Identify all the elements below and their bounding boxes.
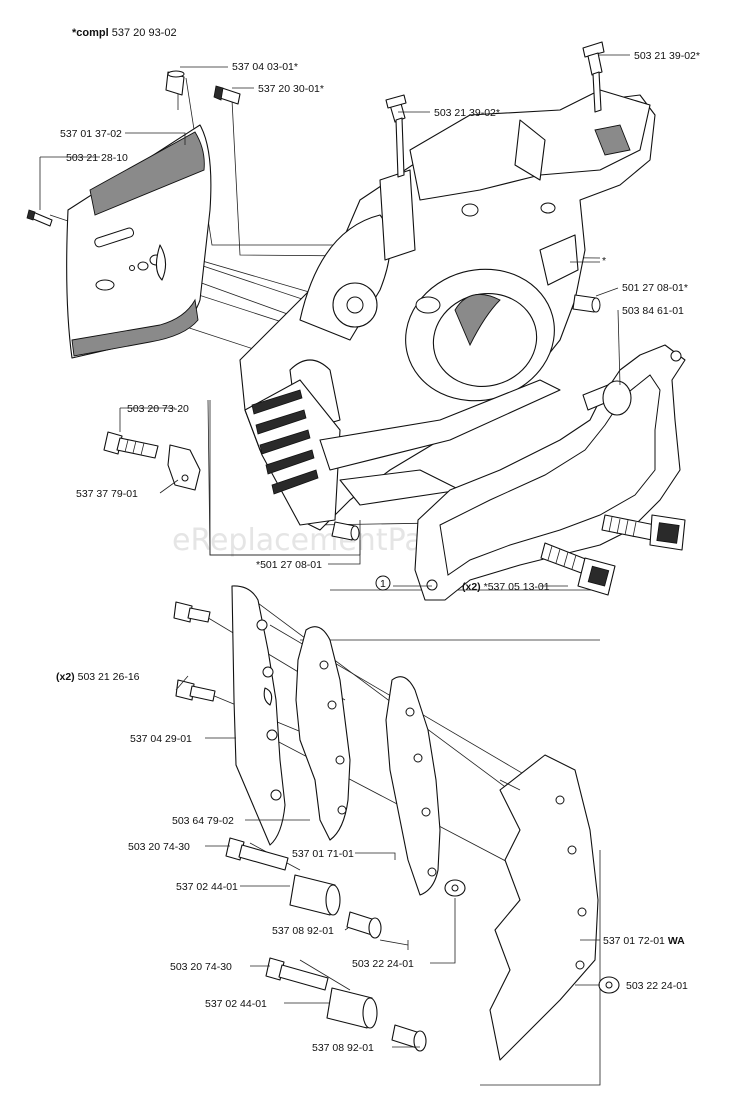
bolt-503-21-26-upper xyxy=(173,601,211,623)
bolt-503-20-74-lower xyxy=(265,957,329,991)
label-asterisk: * xyxy=(602,255,606,267)
clip-537-37-79 xyxy=(167,444,201,491)
pin-537-04-03 xyxy=(165,70,185,96)
label-537-01-72-01: 537 01 72-01 WA xyxy=(603,935,685,947)
plate-537-01-72 xyxy=(489,754,599,1061)
sleeve-537-08-92-lower xyxy=(391,1024,427,1052)
label-537-01-37-02: 537 01 37-02 xyxy=(60,128,122,140)
assembly-header: *compl 537 20 93-02 xyxy=(72,27,177,39)
plug-503-84-61 xyxy=(582,380,632,416)
label-537-02-44-01-b: 537 02 44-01 xyxy=(205,998,267,1010)
chain-guide-plate xyxy=(66,124,212,359)
plate-503-64-79 xyxy=(295,626,351,841)
crankcase xyxy=(239,89,656,531)
plate-537-04-29 xyxy=(231,585,286,846)
pin-501-27-08-left xyxy=(331,521,360,541)
screw-small-left xyxy=(26,209,53,227)
label-503-20-74-30-b: 503 20 74-30 xyxy=(170,961,232,973)
screw-503-20-73 xyxy=(103,431,159,459)
label-537-01-71-01: 537 01 71-01 xyxy=(292,848,354,860)
bolt-lower-right xyxy=(540,542,616,596)
label-503-21-26-16: (x2) 503 21 26-16 xyxy=(56,671,140,683)
spacer-537-02-44-upper xyxy=(289,874,341,916)
pin-501-27-08-right xyxy=(572,294,601,313)
label-503-21-39-02-b: 503 21 39-02* xyxy=(634,50,700,62)
label-537-04-29-01: 537 04 29-01 xyxy=(130,733,192,745)
gasket-bracket xyxy=(207,399,330,556)
bolt-upper-right xyxy=(601,514,686,551)
label-503-21-28-10: 503 21 28-10 xyxy=(66,152,128,164)
label-537-04-03-01: 537 04 03-01* xyxy=(232,61,298,73)
label-537-08-92-01-b: 537 08 92-01 xyxy=(312,1042,374,1054)
bolt-503-20-74-upper xyxy=(225,837,289,871)
plate-bracket xyxy=(480,850,601,1086)
screw-503-21-39-mid xyxy=(385,94,407,178)
plate-guide xyxy=(499,779,521,791)
label-503-64-79-02: 503 64 79-02 xyxy=(172,815,234,827)
label-537-37-79-01: 537 37 79-01 xyxy=(76,488,138,500)
sleeve-537-08-92-upper xyxy=(346,911,382,939)
pin-537-20-30 xyxy=(213,85,241,105)
label-503-22-24-01-a: 503 22 24-01 xyxy=(352,958,414,970)
nut-503-22-24-lower xyxy=(598,976,620,994)
label-501-27-08-01-left: *501 27 08-01 xyxy=(256,559,322,571)
spacer-537-02-44-lower xyxy=(326,987,378,1029)
cooling-fins xyxy=(251,389,319,495)
label-503-20-74-30-a: 503 20 74-30 xyxy=(128,841,190,853)
label-503-21-39-02-a: 503 21 39-02* xyxy=(434,107,500,119)
label-leaders xyxy=(39,54,630,1048)
label-537-08-92-01-a: 537 08 92-01 xyxy=(272,925,334,937)
plate-537-01-71 xyxy=(385,676,441,896)
label-537-20-30-01: 537 20 30-01* xyxy=(258,83,324,95)
label-501-27-08-01-right: 501 27 08-01* xyxy=(622,282,688,294)
callout-1: 1 xyxy=(375,575,391,591)
label-537-02-44-01-a: 537 02 44-01 xyxy=(176,881,238,893)
label-503-84-61-01: 503 84 61-01 xyxy=(622,305,684,317)
svg-text:1: 1 xyxy=(380,578,386,590)
label-537-05-13-01: (x2) *537 05 13-01 xyxy=(462,581,550,593)
nut-503-22-24-upper xyxy=(444,879,466,897)
screw-503-21-39-top xyxy=(582,41,605,113)
part-labels: 537 04 03-01* 537 20 30-01* 503 21 39-02… xyxy=(56,50,700,1054)
label-503-22-24-01-b: 503 22 24-01 xyxy=(626,980,688,992)
label-503-20-73-20: 503 20 73-20 xyxy=(127,403,189,415)
